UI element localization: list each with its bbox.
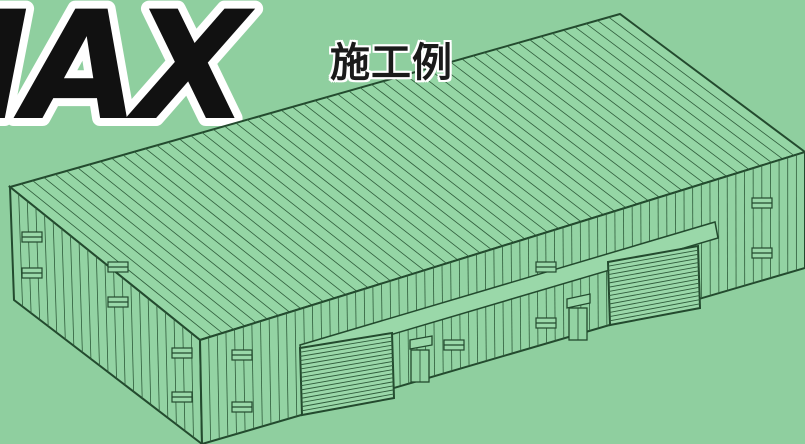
- section-caption: 施工例: [330, 40, 453, 86]
- entry-door: [409, 335, 433, 383]
- building-side-wall: [8, 184, 204, 444]
- brand-logo: MAX: [0, 0, 255, 154]
- wall-windows: [21, 197, 773, 413]
- roof-panel-lines: [21, 16, 795, 337]
- side-wall-panel-lines: [18, 193, 194, 438]
- entry-door: [566, 293, 591, 341]
- shutter-door: [298, 331, 396, 417]
- shutter-door: [606, 244, 702, 327]
